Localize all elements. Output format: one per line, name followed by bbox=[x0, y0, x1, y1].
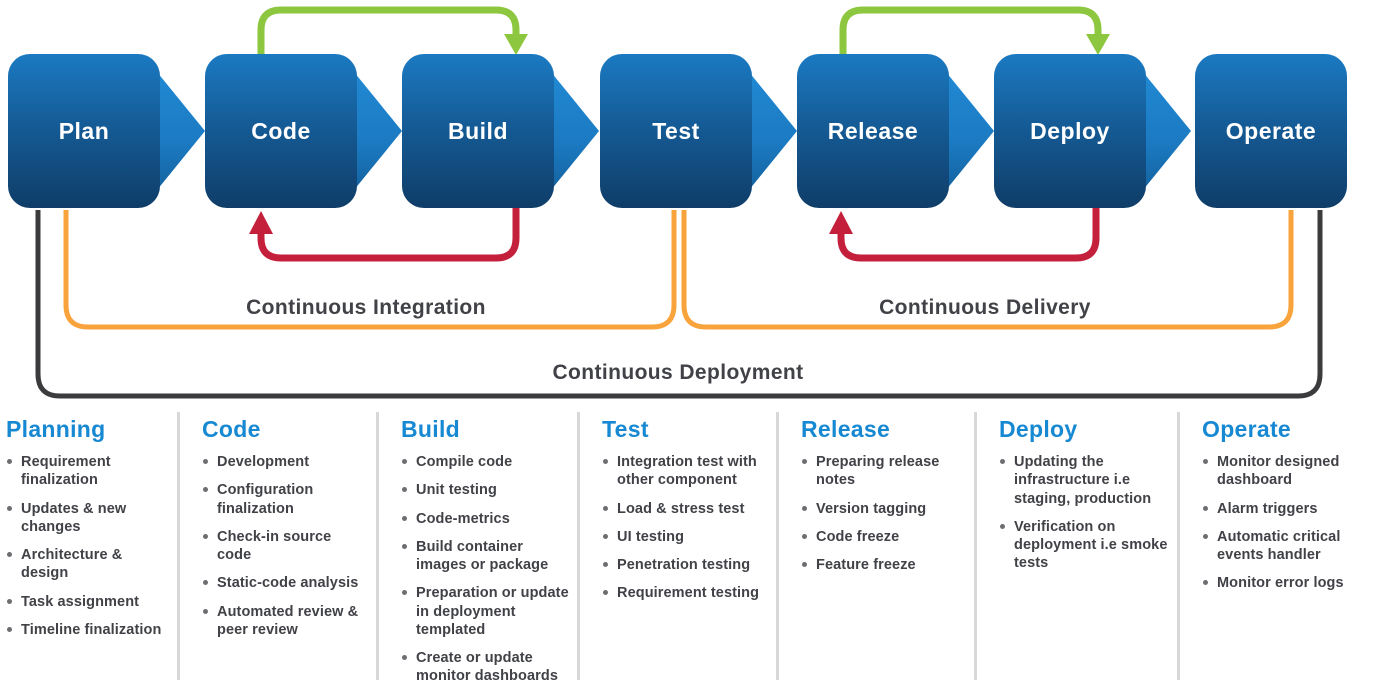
column-title: Build bbox=[401, 416, 460, 442]
green-loop-release-deploy-arrow bbox=[839, 6, 1110, 56]
bullet-item: Monitor designed dashboard bbox=[1202, 453, 1390, 490]
bullet-item: Version tagging bbox=[801, 500, 966, 518]
column-title: Release bbox=[801, 416, 891, 442]
devops-pipeline-diagram: Plan Code Build Test Release Deploy Op bbox=[8, 6, 1347, 399]
stage-box: Plan bbox=[8, 54, 160, 208]
bullet-item: Load & stress test bbox=[602, 500, 768, 518]
bullet-item: Monitor error logs bbox=[1202, 574, 1390, 592]
stage-box: Deploy bbox=[994, 54, 1146, 208]
continuous-integration-line bbox=[63, 210, 677, 330]
stage-box: Build bbox=[402, 54, 554, 208]
stage-code: Code bbox=[205, 54, 402, 208]
bullet-item: Timeline finalization bbox=[6, 621, 169, 639]
stage-deploy: Deploy bbox=[994, 54, 1191, 208]
column-list: Updating the infrastructure i.e staging,… bbox=[999, 453, 1169, 573]
stage-label: Deploy bbox=[1030, 117, 1110, 144]
column-test: Test Integration test with other compone… bbox=[577, 412, 776, 680]
stage-plan: Plan bbox=[8, 54, 205, 208]
bullet-item: Requirement testing bbox=[602, 584, 768, 602]
column-deploy: Deploy Updating the infrastructure i.e s… bbox=[974, 412, 1177, 680]
bullet-item: Static-code analysis bbox=[202, 574, 368, 592]
green-loop-code-build-arrow bbox=[257, 6, 528, 56]
stage-box: Operate bbox=[1195, 54, 1347, 208]
column-title: Planning bbox=[6, 416, 106, 442]
bullet-item: Preparing release notes bbox=[801, 453, 966, 490]
column-title: Code bbox=[202, 416, 261, 442]
bullet-item: Code-metrics bbox=[401, 510, 569, 528]
stage-test: Test bbox=[600, 54, 797, 208]
bullet-item: Code freeze bbox=[801, 528, 966, 546]
bullet-item: Configuration finalization bbox=[202, 481, 368, 518]
bullet-item: Automatic critical events handler bbox=[1202, 528, 1390, 565]
bullet-item: Automated review & peer review bbox=[202, 603, 368, 640]
continuous-deployment-label: Continuous Deployment bbox=[552, 361, 804, 384]
continuous-delivery-label: Continuous Delivery bbox=[879, 296, 1091, 319]
bullet-item: Unit testing bbox=[401, 481, 569, 499]
stage-label: Release bbox=[827, 117, 919, 144]
bullet-item: Verification on deployment i.e smoke tes… bbox=[999, 518, 1169, 573]
continuous-delivery-line bbox=[681, 210, 1294, 330]
stage-label: Build bbox=[448, 117, 508, 144]
bullet-item: Updating the infrastructure i.e staging,… bbox=[999, 453, 1169, 508]
flow-arrows-layer bbox=[35, 6, 1323, 399]
stage-label: Test bbox=[652, 117, 700, 144]
bullet-item: Integration test with other component bbox=[602, 453, 768, 490]
stage-release: Release bbox=[797, 54, 994, 208]
stage-label: Operate bbox=[1225, 117, 1317, 144]
stage-box: Test bbox=[600, 54, 752, 208]
bullet-item: Create or update monitor dashboards bbox=[401, 649, 569, 686]
red-loop-build-code-arrow bbox=[249, 208, 520, 262]
bullet-item: Updates & new changes bbox=[6, 500, 169, 537]
bullet-item: Preparation or update in deployment temp… bbox=[401, 584, 569, 639]
bullet-item: Build container images or package bbox=[401, 538, 569, 575]
stage-label: Plan bbox=[58, 117, 110, 144]
bullet-item: Penetration testing bbox=[602, 556, 768, 574]
column-title: Operate bbox=[1202, 416, 1292, 442]
column-title: Test bbox=[602, 416, 649, 442]
stage-box: Code bbox=[205, 54, 357, 208]
stage-box: Release bbox=[797, 54, 949, 208]
red-loop-deploy-release-arrow bbox=[829, 208, 1100, 262]
stage-build: Build bbox=[402, 54, 599, 208]
continuous-deployment-line bbox=[35, 210, 1323, 399]
bullet-item: Feature freeze bbox=[801, 556, 966, 574]
stage-operate: Operate bbox=[1195, 54, 1347, 208]
column-title: Deploy bbox=[999, 416, 1078, 442]
bullet-item: UI testing bbox=[602, 528, 768, 546]
continuous-integration-label: Continuous Integration bbox=[246, 296, 486, 319]
stage-label: Code bbox=[251, 117, 311, 144]
bullet-item: Alarm triggers bbox=[1202, 500, 1390, 518]
bullet-item: Architecture & design bbox=[6, 546, 169, 583]
bullet-item: Requirement finalization bbox=[6, 453, 169, 490]
bullet-item: Compile code bbox=[401, 453, 569, 471]
bullet-item: Check-in source code bbox=[202, 528, 368, 565]
bullet-item: Task assignment bbox=[6, 593, 169, 611]
bullet-item: Development bbox=[202, 453, 368, 471]
